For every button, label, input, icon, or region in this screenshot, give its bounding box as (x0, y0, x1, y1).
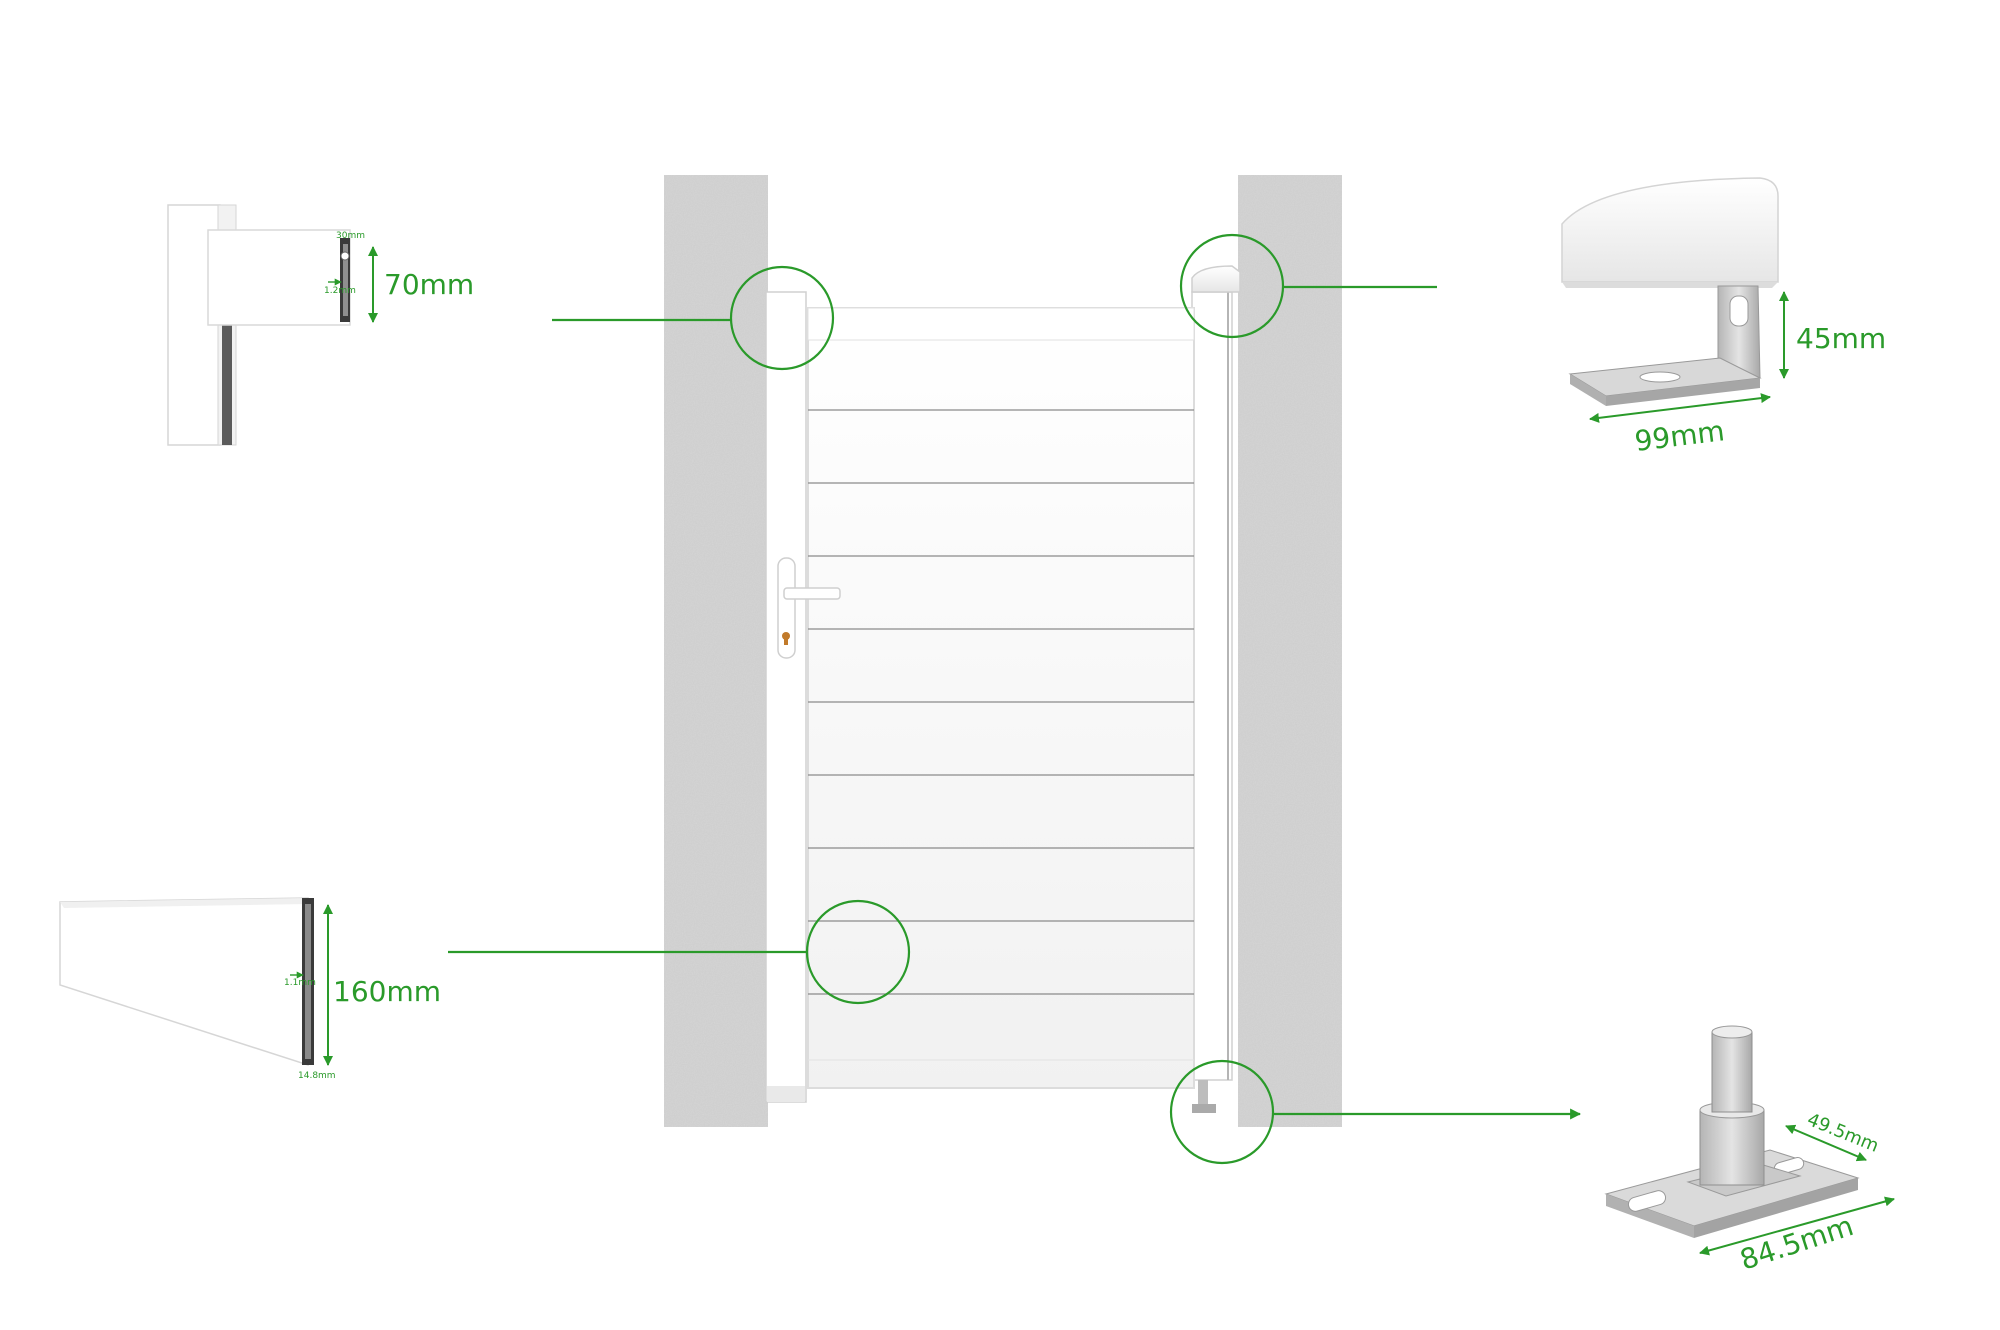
callout-bottom-pivot (1169, 1059, 1275, 1165)
frame-profile-detail: 70mm 30mm 1.2mm (167, 204, 474, 446)
left-pillar (664, 175, 768, 1127)
hinge-width-label: 99mm (1633, 414, 1727, 458)
gate-leaf (807, 307, 1195, 1089)
cap-piece (1561, 177, 1779, 283)
pivot-detail: 49.5mm 84.5mm (1604, 1025, 1895, 1277)
handle (777, 557, 841, 659)
panel-height-label: 160mm (333, 975, 441, 1008)
post-cap (1191, 265, 1241, 293)
callout-top-left (729, 265, 835, 371)
keyhole-icon (782, 632, 790, 645)
frame-thickness-label: 1.2mm (324, 286, 356, 296)
panel-grooves (808, 409, 1194, 995)
gate (765, 265, 1241, 1113)
frame-height-label: 70mm (384, 268, 474, 301)
right-post (1191, 291, 1233, 1081)
frame-width-label: 30mm (336, 231, 365, 241)
left-post (765, 291, 807, 1103)
hinge-height-label: 45mm (1796, 322, 1886, 355)
right-pillar (1238, 175, 1342, 1127)
callouts (448, 233, 1582, 1165)
hinge-detail: 45mm 99mm (1561, 177, 1886, 458)
panel-width-label: 14.8mm (298, 1071, 336, 1081)
panel-profile-detail: 160mm 1.1mm 14.8mm (59, 897, 441, 1081)
panel-thickness-label: 1.1mm (284, 978, 316, 988)
